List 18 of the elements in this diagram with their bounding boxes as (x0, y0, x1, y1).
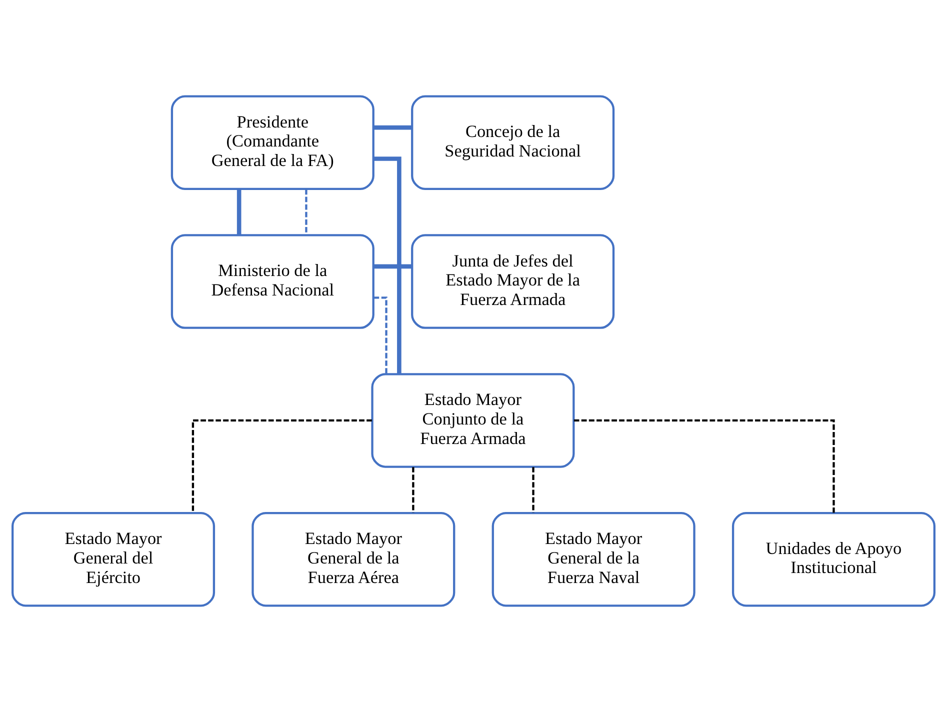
connector (532, 467, 534, 513)
connector (374, 156, 402, 374)
node-box: Junta de Jefes del Estado Mayor de la Fuerza Armada (411, 234, 615, 329)
node-box: Concejo de la Seguridad Nacional (411, 95, 615, 190)
connector (412, 467, 414, 513)
node-box: Estado Mayor General del Ejército (12, 512, 216, 607)
connector (305, 189, 308, 235)
connector (192, 419, 372, 513)
node-box: Presidente (Comandante General de la FA) (170, 95, 374, 190)
connector (574, 419, 835, 513)
node-box: Estado Mayor General de la Fuerza Naval (492, 512, 696, 607)
node-box: Estado Mayor Conjunto de la Fuerza Armada (371, 373, 575, 468)
connector (236, 189, 242, 235)
node-box: Unidades de Apoyo Institucional (732, 512, 936, 607)
connector (373, 125, 412, 130)
node-box: Estado Mayor General de la Fuerza Aérea (252, 512, 456, 607)
connector (373, 264, 412, 269)
node-box: Ministerio de la Defensa Nacional (170, 234, 374, 329)
